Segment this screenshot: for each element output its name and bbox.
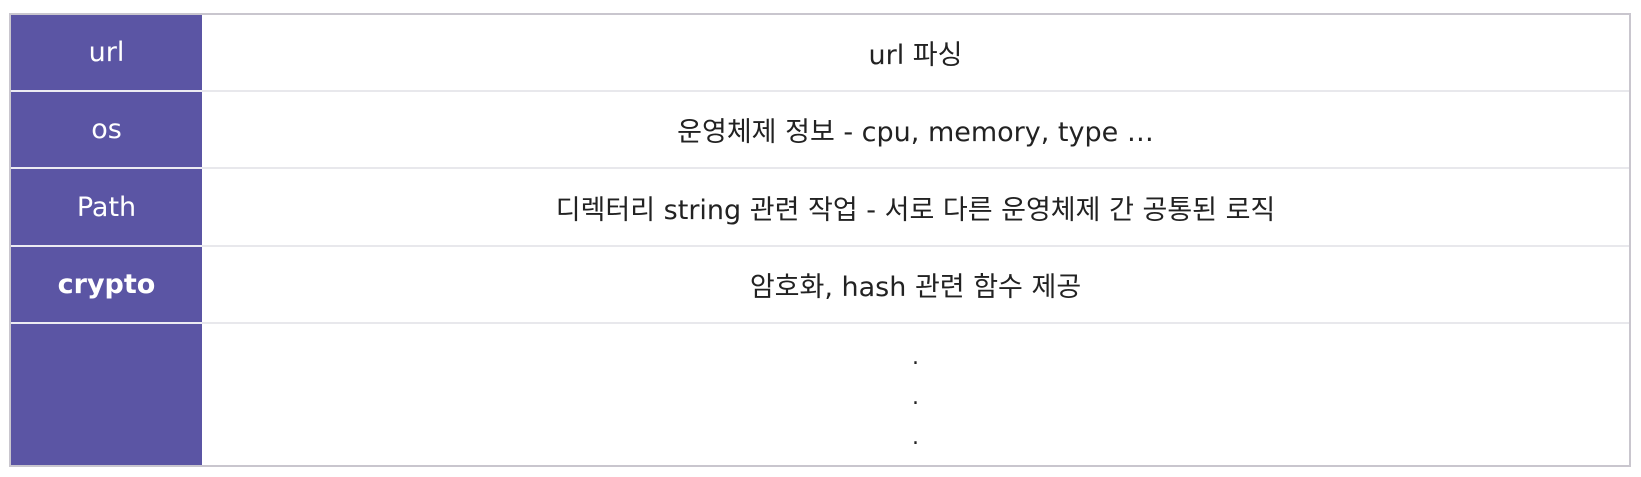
value-label: 운영체제 정보 - cpu, memory, type … [677,117,1154,148]
value-cell-path: 디렉터리 string 관련 작업 - 서로 다른 운영체제 간 공통된 로직 [202,169,1629,247]
module-table: url url 파싱 os 운영체제 정보 - cpu, memory, typ… [9,13,1631,467]
value-label: url 파싱 [868,40,963,71]
value-label: 디렉터리 string 관련 작업 - 서로 다른 운영체제 간 공통된 로직 [555,194,1276,226]
key-label: Path [76,191,137,223]
value-cell-crypto: 암호화, hash 관련 함수 제공 [202,247,1629,324]
key-cell-empty [11,324,202,465]
value-cell-continuation: . . . [202,324,1629,465]
key-label: crypto [57,269,156,300]
key-label: url [88,37,125,68]
continuation-dot: . [912,344,919,370]
key-cell-crypto: crypto [11,247,202,324]
key-label: os [91,114,122,145]
value-cell-url: url 파싱 [202,15,1629,92]
value-label: 암호화, hash 관련 함수 제공 [749,272,1082,303]
value-cell-os: 운영체제 정보 - cpu, memory, type … [202,92,1629,169]
key-cell-os: os [11,92,202,169]
key-cell-path: Path [11,169,202,247]
continuation-dot: . [912,424,919,450]
continuation-dot: . [912,384,919,410]
key-cell-url: url [11,15,202,92]
